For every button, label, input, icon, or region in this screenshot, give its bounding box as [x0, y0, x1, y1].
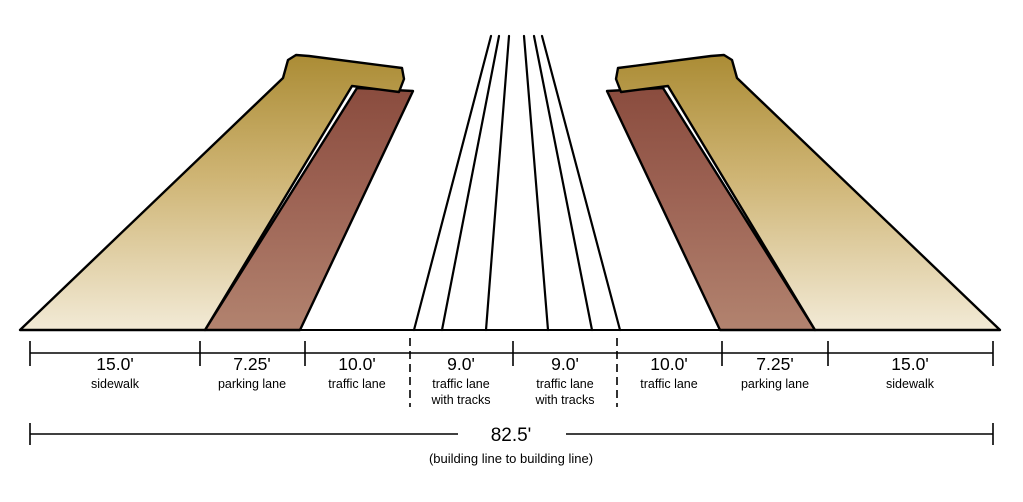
segment-width-label: 10.0'	[338, 354, 375, 374]
left-lane-edge-line	[412, 34, 493, 332]
segment-name-label: sidewalk	[91, 377, 140, 391]
segment-name-label: traffic lane	[328, 377, 385, 391]
dimension-lines	[29, 338, 994, 407]
segment-width-label: 7.25'	[233, 354, 270, 374]
segment-labels: 15.0' sidewalk 7.25' parking lane 10.0' …	[91, 354, 935, 407]
total-dimension-labels: 82.5' (building line to building line)	[429, 425, 593, 466]
right-rail-inner-line	[522, 34, 550, 332]
segment-name-label-line2: with tracks	[534, 393, 594, 407]
segment-width-label: 15.0'	[96, 354, 133, 374]
right-rail-outer-line	[532, 34, 594, 332]
segment-width-label: 15.0'	[891, 354, 928, 374]
total-dimension	[29, 423, 994, 445]
segment-width-label: 10.0'	[650, 354, 687, 374]
segment-name-label: parking lane	[741, 377, 809, 391]
right-lane-edge-line	[540, 34, 622, 332]
segment-width-label: 9.0'	[447, 354, 475, 374]
total-width-label: 82.5'	[491, 425, 532, 446]
segment-name-label-line2: with tracks	[430, 393, 490, 407]
segment-name-label: traffic lane	[432, 377, 489, 391]
left-rail-outer-line	[440, 34, 501, 332]
segment-width-label: 9.0'	[551, 354, 579, 374]
right-sidewalk-shape	[614, 53, 1002, 332]
segment-width-label: 7.25'	[756, 354, 793, 374]
left-sidewalk-shape	[18, 53, 406, 332]
roadway-shapes	[18, 53, 1002, 332]
segment-name-label: parking lane	[218, 377, 286, 391]
left-rail-inner-line	[484, 34, 511, 332]
segment-name-label: sidewalk	[886, 377, 935, 391]
track-lines	[412, 34, 622, 332]
segment-name-label: traffic lane	[536, 377, 593, 391]
segment-name-label: traffic lane	[640, 377, 697, 391]
total-width-note: (building line to building line)	[429, 451, 593, 466]
